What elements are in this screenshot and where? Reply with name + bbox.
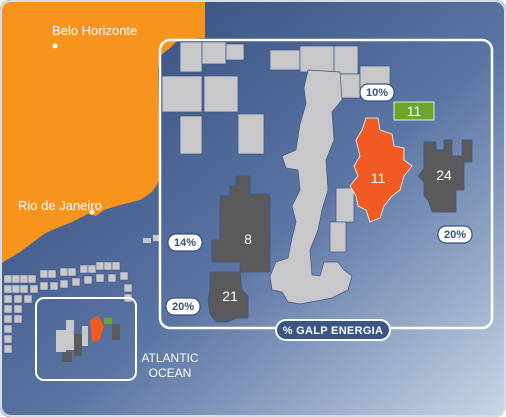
- block-label-11-main: 11: [371, 170, 386, 186]
- city-label-belo-horizonte: Belo Horizonte: [52, 23, 137, 38]
- ocean-label-line2: OCEAN: [149, 366, 192, 380]
- block-11-shape: [349, 117, 413, 223]
- stake-label-11-small: 10%: [366, 87, 388, 99]
- block-11-small-shape: [393, 101, 435, 121]
- city-label-rio-de-janeiro: Rio de Janeiro: [18, 198, 102, 213]
- coastal-block: [143, 238, 151, 243]
- stake-callout-8: 14%: [167, 233, 203, 252]
- stake-label-21: 20%: [172, 301, 194, 313]
- block-label-24: 24: [436, 167, 452, 183]
- block-8-shape: [211, 175, 271, 273]
- block-label-21: 21: [222, 288, 238, 304]
- legend: % GALP ENERGIA: [275, 319, 391, 341]
- rio-de-janeiro-marker: [89, 209, 95, 215]
- land-area: [0, 0, 205, 264]
- block-label-11-small: 11: [407, 103, 422, 119]
- overview-inset-frame: [35, 297, 137, 381]
- coastal-block: [153, 235, 161, 241]
- other-blocks: [161, 41, 391, 305]
- belo-horizonte-marker: [52, 43, 58, 49]
- stake-callout-11-small: 10%: [359, 83, 395, 102]
- stake-callout-24: 20%: [437, 225, 473, 244]
- stake-callout-21: 20%: [165, 297, 201, 316]
- ocean-label-line1: ATLANTIC: [141, 351, 198, 365]
- legend-title: % GALP ENERGIA: [283, 325, 384, 337]
- block-21-shape: [207, 271, 249, 323]
- overview-inset-blocks: [56, 316, 120, 362]
- stake-label-8: 14%: [174, 237, 196, 249]
- block-label-8: 8: [244, 231, 252, 247]
- stake-label-24: 20%: [444, 229, 466, 241]
- block-24-shape: [417, 139, 473, 213]
